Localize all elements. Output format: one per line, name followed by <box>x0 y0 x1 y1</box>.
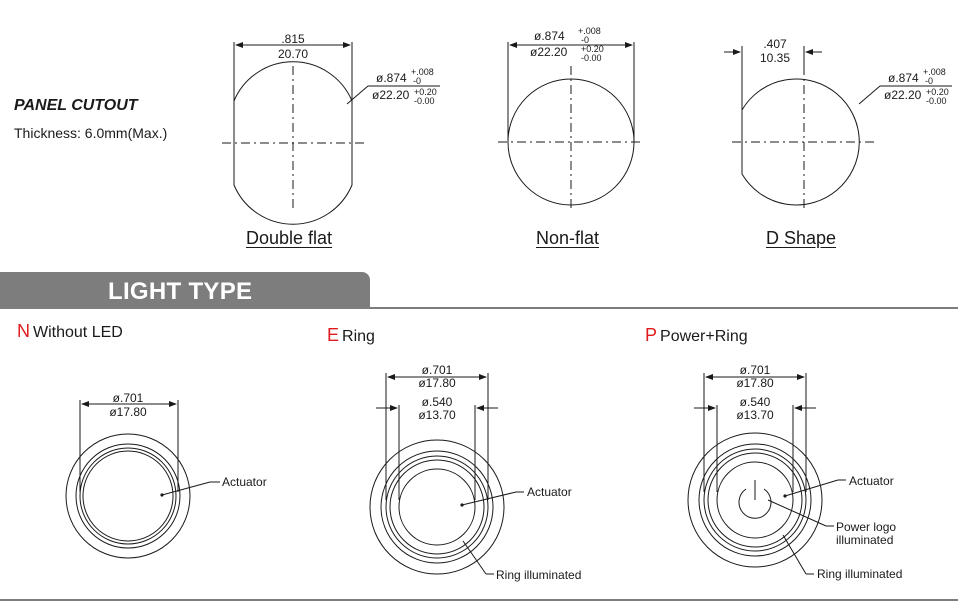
svg-text:+.008: +.008 <box>923 67 946 77</box>
power-logo-icon <box>738 480 772 519</box>
light-type-banner <box>0 272 370 308</box>
svg-text:ø17.80: ø17.80 <box>418 376 456 390</box>
d-shape-dia-in: ø.874 <box>888 71 919 85</box>
svg-text:ø13.70: ø13.70 <box>418 408 456 422</box>
svg-text:+0.20: +0.20 <box>581 44 604 54</box>
non-flat-dia-in: ø.874 <box>534 29 565 43</box>
type-e-code: E <box>327 325 340 345</box>
type-p-name: Power+Ring <box>660 328 748 345</box>
light-type-p-drawing: ø.701 ø17.80 ø.540 ø13.70 Actuator Power… <box>687 363 902 581</box>
svg-text:+.008: +.008 <box>578 26 601 36</box>
panel-thickness-note: Thickness: 6.0mm(Max.) <box>14 125 168 141</box>
svg-text:+0.20: +0.20 <box>414 87 437 97</box>
svg-text:ø.701: ø.701 <box>740 363 771 377</box>
double-flat-dim-mm: 20.70 <box>278 47 308 61</box>
n-actuator-label: Actuator <box>222 475 267 489</box>
svg-text:ø17.80: ø17.80 <box>109 405 147 419</box>
svg-text:-0.00: -0.00 <box>926 96 947 106</box>
panel-cutout-title: PANEL CUTOUT <box>14 97 138 114</box>
bottom-divider <box>0 599 958 601</box>
type-n-code: N <box>17 321 30 341</box>
cutout-double-flat: .815 20.70 ø.874 +.008 -0 ø22.20 +0.20 -… <box>222 32 440 225</box>
e-ring-illuminated-label: Ring illuminated <box>496 568 581 582</box>
svg-text:ø.540: ø.540 <box>740 395 771 409</box>
double-flat-label: Double flat <box>246 228 333 248</box>
cutout-non-flat: ø.874 +.008 -0 ø22.20 +0.20 -0.00 <box>498 26 644 212</box>
svg-text:+.008: +.008 <box>411 67 434 77</box>
double-flat-dim-in: .815 <box>281 32 305 46</box>
p-ring-illuminated-label: Ring illuminated <box>817 567 902 581</box>
svg-text:-0.00: -0.00 <box>581 53 602 63</box>
svg-text:ø.701: ø.701 <box>422 363 453 377</box>
svg-text:ø.540: ø.540 <box>422 395 453 409</box>
svg-text:-0: -0 <box>581 35 589 45</box>
svg-text:ø13.70: ø13.70 <box>736 408 774 422</box>
double-flat-dia-mm: ø22.20 <box>372 88 410 102</box>
d-shape-dia-mm: ø22.20 <box>884 88 922 102</box>
light-type-title: LIGHT TYPE <box>108 278 253 305</box>
d-shape-dim-mm: 10.35 <box>760 51 790 65</box>
d-shape-label: D Shape <box>766 228 837 248</box>
light-type-n-drawing: ø.701 ø17.80 Actuator <box>65 391 267 559</box>
non-flat-label: Non-flat <box>536 228 600 248</box>
section-divider <box>0 307 958 309</box>
svg-text:+0.20: +0.20 <box>926 87 949 97</box>
non-flat-dia-mm: ø22.20 <box>530 45 568 59</box>
light-type-e-drawing: ø.701 ø17.80 ø.540 ø13.70 Actuator Ring … <box>369 363 581 582</box>
type-e-name: Ring <box>342 328 375 345</box>
double-flat-dia-in: ø.874 <box>376 71 407 85</box>
p-actuator-label: Actuator <box>849 474 894 488</box>
type-p-code: P <box>645 325 658 345</box>
svg-text:-0.00: -0.00 <box>414 96 435 106</box>
svg-text:ø.701: ø.701 <box>113 391 144 405</box>
type-n-name: Without LED <box>33 324 123 341</box>
svg-text:-0: -0 <box>413 76 421 86</box>
cutout-d-shape: .407 10.35 ø.874 +.008 -0 ø22.20 +0.20 -… <box>724 37 952 212</box>
d-shape-dim-in: .407 <box>763 37 787 51</box>
svg-text:ø17.80: ø17.80 <box>736 376 774 390</box>
e-actuator-label: Actuator <box>527 485 572 499</box>
svg-text:-0: -0 <box>925 76 933 86</box>
